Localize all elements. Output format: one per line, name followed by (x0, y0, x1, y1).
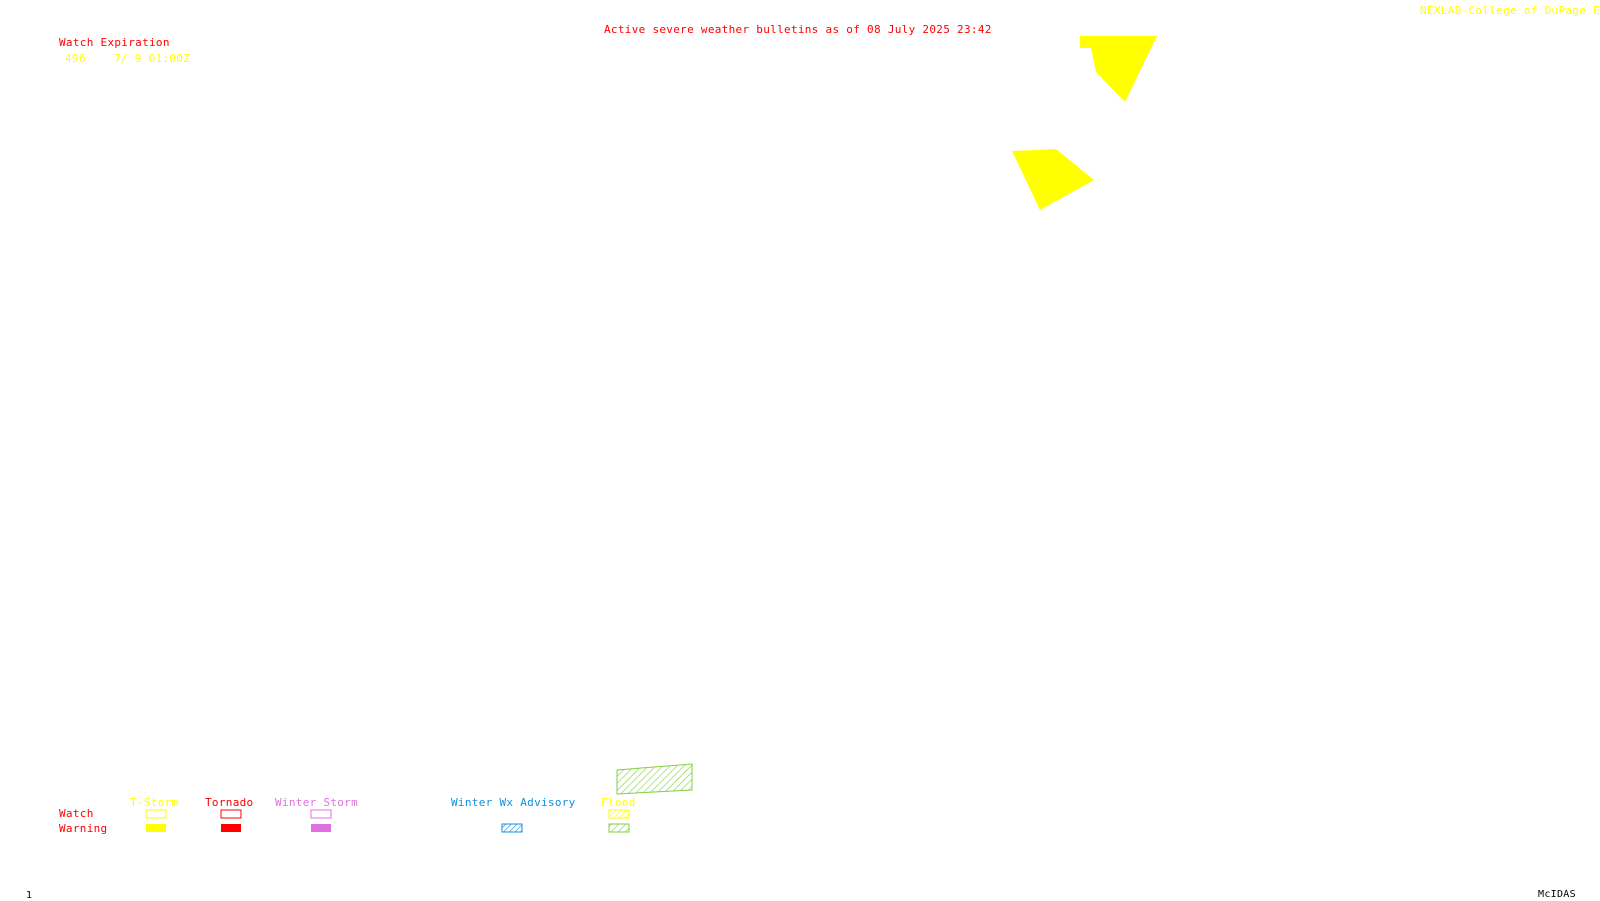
flood-warning-swatch (608, 823, 630, 833)
legend-tstorm-label: T-Storm (130, 796, 179, 809)
tornado-watch-swatch (220, 809, 242, 819)
software-label: McIDAS (1538, 889, 1576, 900)
tstorm-watch-polygon-north[interactable] (1080, 36, 1157, 102)
flood-warning-polygon[interactable] (616, 763, 693, 795)
legend-flood-label: Flood (601, 796, 636, 809)
legend-winter-storm-label: Winter Storm (275, 796, 359, 809)
watch-expiration-title: Watch Expiration (59, 36, 170, 49)
tstorm-watch-polygon-south[interactable] (1012, 149, 1094, 210)
legend-tornado-label: Tornado (205, 796, 254, 809)
legend-watch-row-label: Watch (59, 807, 94, 820)
watch-number: 496 (65, 52, 86, 65)
tstorm-watch-swatch (145, 809, 167, 819)
legend-winter-wx-advisory-label: Winter Wx Advisory (451, 796, 576, 809)
tstorm-warning-swatch (146, 824, 166, 832)
winter-storm-warning-swatch (311, 824, 331, 832)
credit-label: NEXLAB-College of DuPage E (1420, 4, 1600, 17)
winter-storm-watch-swatch (310, 809, 332, 819)
legend-warning-row-label: Warning (59, 822, 108, 835)
tornado-warning-swatch (221, 824, 241, 832)
flood-watch-swatch (608, 809, 630, 819)
watch-expires: 7/ 9 01:00Z (114, 52, 191, 65)
winter-wx-advisory-swatch (501, 823, 523, 833)
frame-number: 1 (26, 890, 33, 901)
bulletin-title: Active severe weather bulletins as of 08… (604, 23, 992, 36)
